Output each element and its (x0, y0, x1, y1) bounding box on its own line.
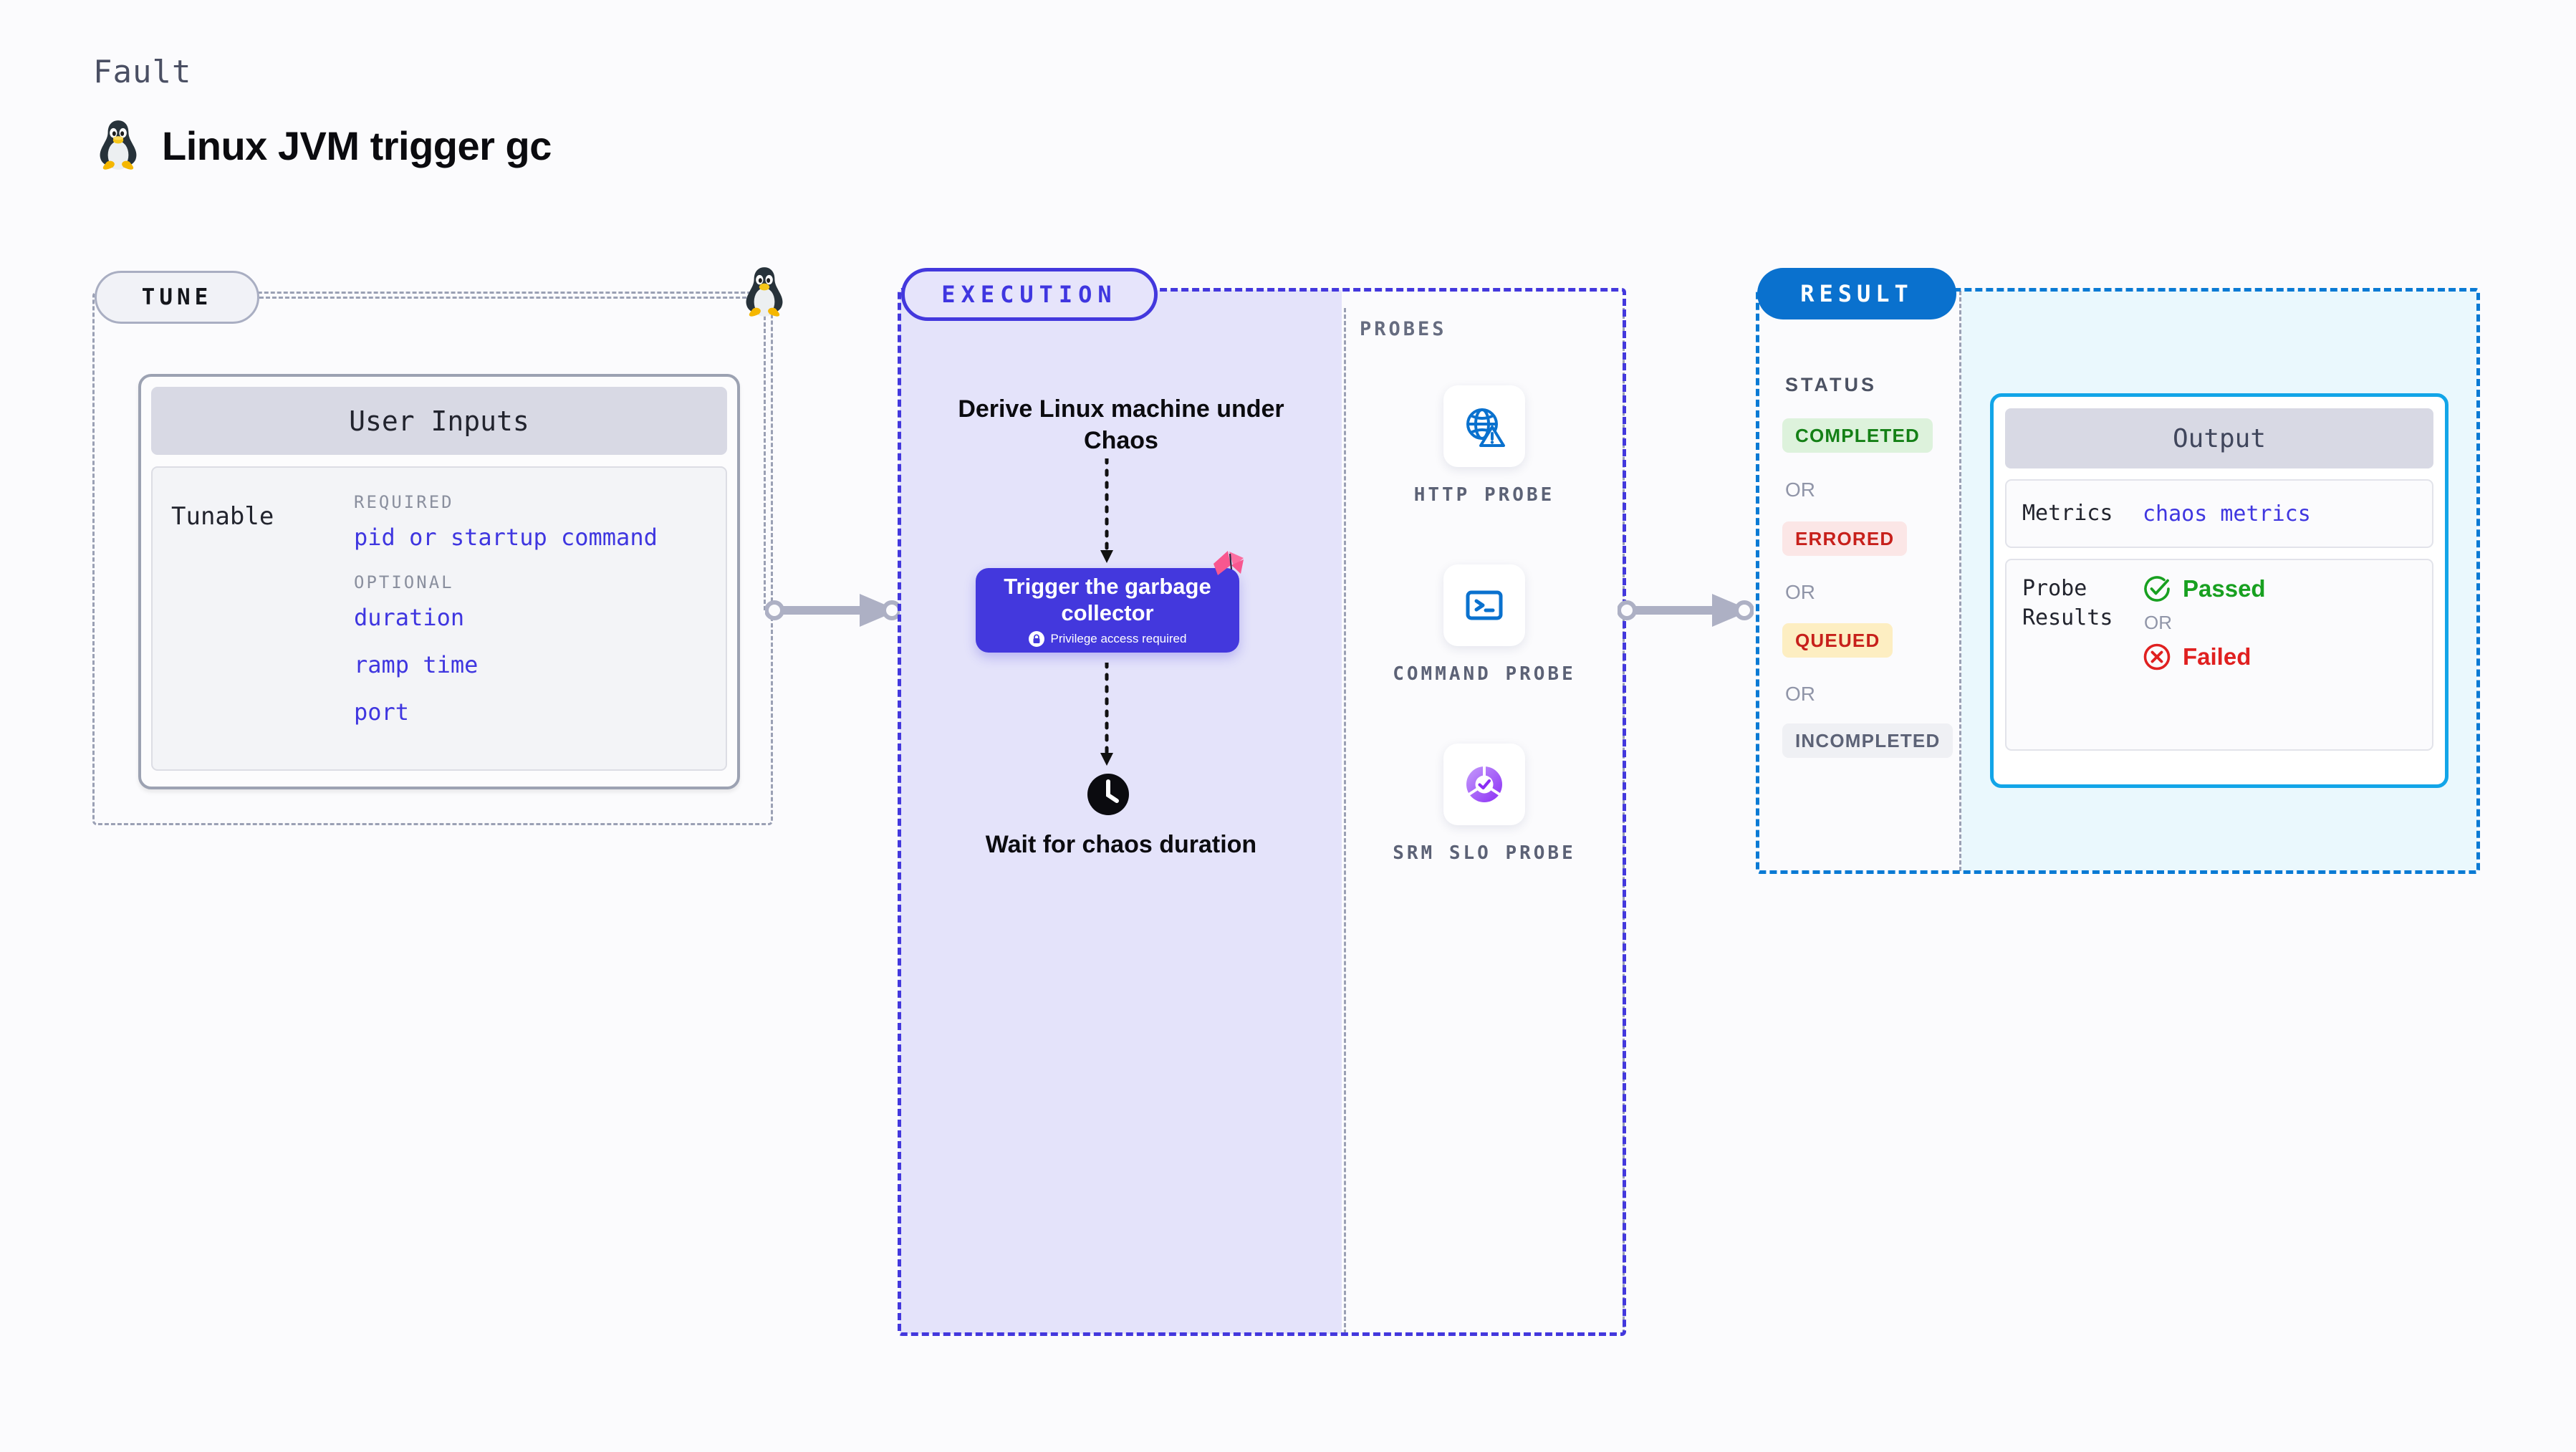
status-badge-queued-label: QUEUED (1795, 629, 1880, 651)
probe-http[interactable]: HTTP PROBE (1344, 385, 1625, 508)
tunable-item-pid-or-startup-command[interactable]: pid or startup command (354, 524, 658, 551)
execution-step-wait: Wait for chaos duration (985, 831, 1257, 858)
probes-section-label: PROBES (1360, 318, 1447, 340)
execution-step-derive: Derive Linux machine under Chaos (958, 395, 1284, 454)
user-inputs-title: User Inputs (151, 387, 727, 455)
tunable-body: Tunable REQUIRED pid or startup command … (151, 466, 727, 771)
execution-action-card[interactable]: Trigger the garbage collector Privilege … (976, 568, 1239, 653)
output-card: Output Metrics chaos metrics Probe Resul… (1990, 393, 2448, 788)
status-or-3: OR (1785, 683, 1815, 705)
probe-http-tile[interactable] (1443, 385, 1525, 467)
output-metrics-row: Metrics chaos metrics (2005, 479, 2433, 548)
verdict-failed-label: Failed (2183, 643, 2251, 670)
tune-region (92, 292, 773, 825)
tune-stage-pill-label: TUNE (141, 284, 213, 310)
output-verdict-list: Passed OR Failed (2143, 574, 2416, 735)
page-title: Linux JVM trigger gc (162, 122, 552, 168)
probe-command-label: COMMAND PROBE (1393, 663, 1576, 685)
clock-icon (1087, 774, 1129, 815)
result-status-column (1759, 291, 1961, 871)
output-metrics-key: Metrics (2022, 500, 2113, 526)
result-region (1756, 288, 2480, 874)
result-stage-pill-label: RESULT (1800, 280, 1913, 307)
status-badge-queued: QUEUED (1782, 623, 1893, 658)
probe-command-tile[interactable] (1443, 564, 1525, 646)
dotted-arrow-derive-to-action (1100, 458, 1113, 563)
terminal-icon (1466, 590, 1503, 620)
status-badge-completed-label: COMPLETED (1795, 424, 1921, 446)
status-section-label: STATUS (1785, 374, 1877, 395)
verdict-failed: Failed (2143, 643, 2416, 671)
verdict-passed: Passed (2143, 574, 2416, 603)
execution-stage-pill[interactable]: EXECUTION (901, 268, 1158, 321)
status-badge-incompleted-label: INCOMPLETED (1795, 729, 1941, 751)
slo-check-icon (1466, 765, 1502, 802)
flow-arrow-execution-to-result (1618, 594, 1754, 627)
verdict-passed-label: Passed (2183, 575, 2266, 602)
probe-command[interactable]: COMMAND PROBE (1344, 564, 1625, 687)
probe-http-label: HTTP PROBE (1413, 484, 1555, 506)
status-badge-completed: COMPLETED (1782, 418, 1933, 453)
probe-srm-slo[interactable]: SRM SLO PROBE (1344, 744, 1625, 866)
privilege-note-label: Privilege access required (1050, 632, 1187, 646)
linux-penguin-icon (746, 267, 783, 317)
tune-stage-pill[interactable]: TUNE (95, 271, 259, 324)
output-probe-results-key: Probe Results (2022, 576, 2113, 630)
chaos-flag-icon (1213, 551, 1244, 575)
output-card-title: Output (2005, 408, 2433, 468)
tune-connector-horizontal (259, 297, 766, 299)
privilege-note: Privilege access required (1028, 631, 1187, 648)
output-probe-results-row: Probe Results Passed OR Failed (2005, 559, 2433, 751)
dotted-arrow-action-to-wait (1100, 663, 1113, 766)
flow-arrow-tune-to-execution (765, 594, 901, 627)
result-stage-pill[interactable]: RESULT (1757, 268, 1956, 319)
verdict-or: OR (2144, 612, 2172, 633)
tunable-item-ramp-time[interactable]: ramp time (354, 651, 479, 678)
globe-alert-icon (1466, 408, 1505, 447)
linux-penguin-icon (100, 120, 137, 170)
probe-srm-slo-tile[interactable] (1443, 744, 1525, 825)
status-badge-errored: ERRORED (1782, 521, 1908, 556)
tune-connector-vertical (764, 297, 766, 610)
status-or-2: OR (1785, 581, 1815, 603)
status-or-1: OR (1785, 479, 1815, 501)
tunable-list: REQUIRED pid or startup command OPTIONAL… (354, 492, 707, 745)
execution-region (898, 288, 1626, 1336)
probe-srm-slo-label: SRM SLO PROBE (1393, 842, 1576, 864)
page-title-row: Linux JVM trigger gc (95, 118, 552, 173)
page-eyebrow: Fault (93, 54, 192, 90)
execution-background (900, 290, 1342, 1334)
execution-action-title: Trigger the garbage collector (1004, 573, 1211, 625)
execution-stage-pill-label: EXECUTION (941, 281, 1118, 308)
user-inputs-card: User Inputs Tunable REQUIRED pid or star… (138, 374, 740, 789)
tunable-group-heading-required: REQUIRED (354, 492, 454, 512)
check-circle-icon (2144, 576, 2170, 602)
status-badge-incompleted: INCOMPLETED (1782, 723, 1953, 758)
lock-icon (1028, 631, 1044, 648)
status-badge-errored-label: ERRORED (1795, 527, 1895, 549)
x-circle-icon (2143, 643, 2171, 670)
tunable-item-port[interactable]: port (354, 698, 410, 726)
tunable-item-duration[interactable]: duration (354, 604, 465, 631)
output-metrics-value[interactable]: chaos metrics (2143, 501, 2311, 527)
tunable-group-heading-optional: OPTIONAL (354, 572, 454, 592)
tunable-label: Tunable (171, 502, 274, 531)
